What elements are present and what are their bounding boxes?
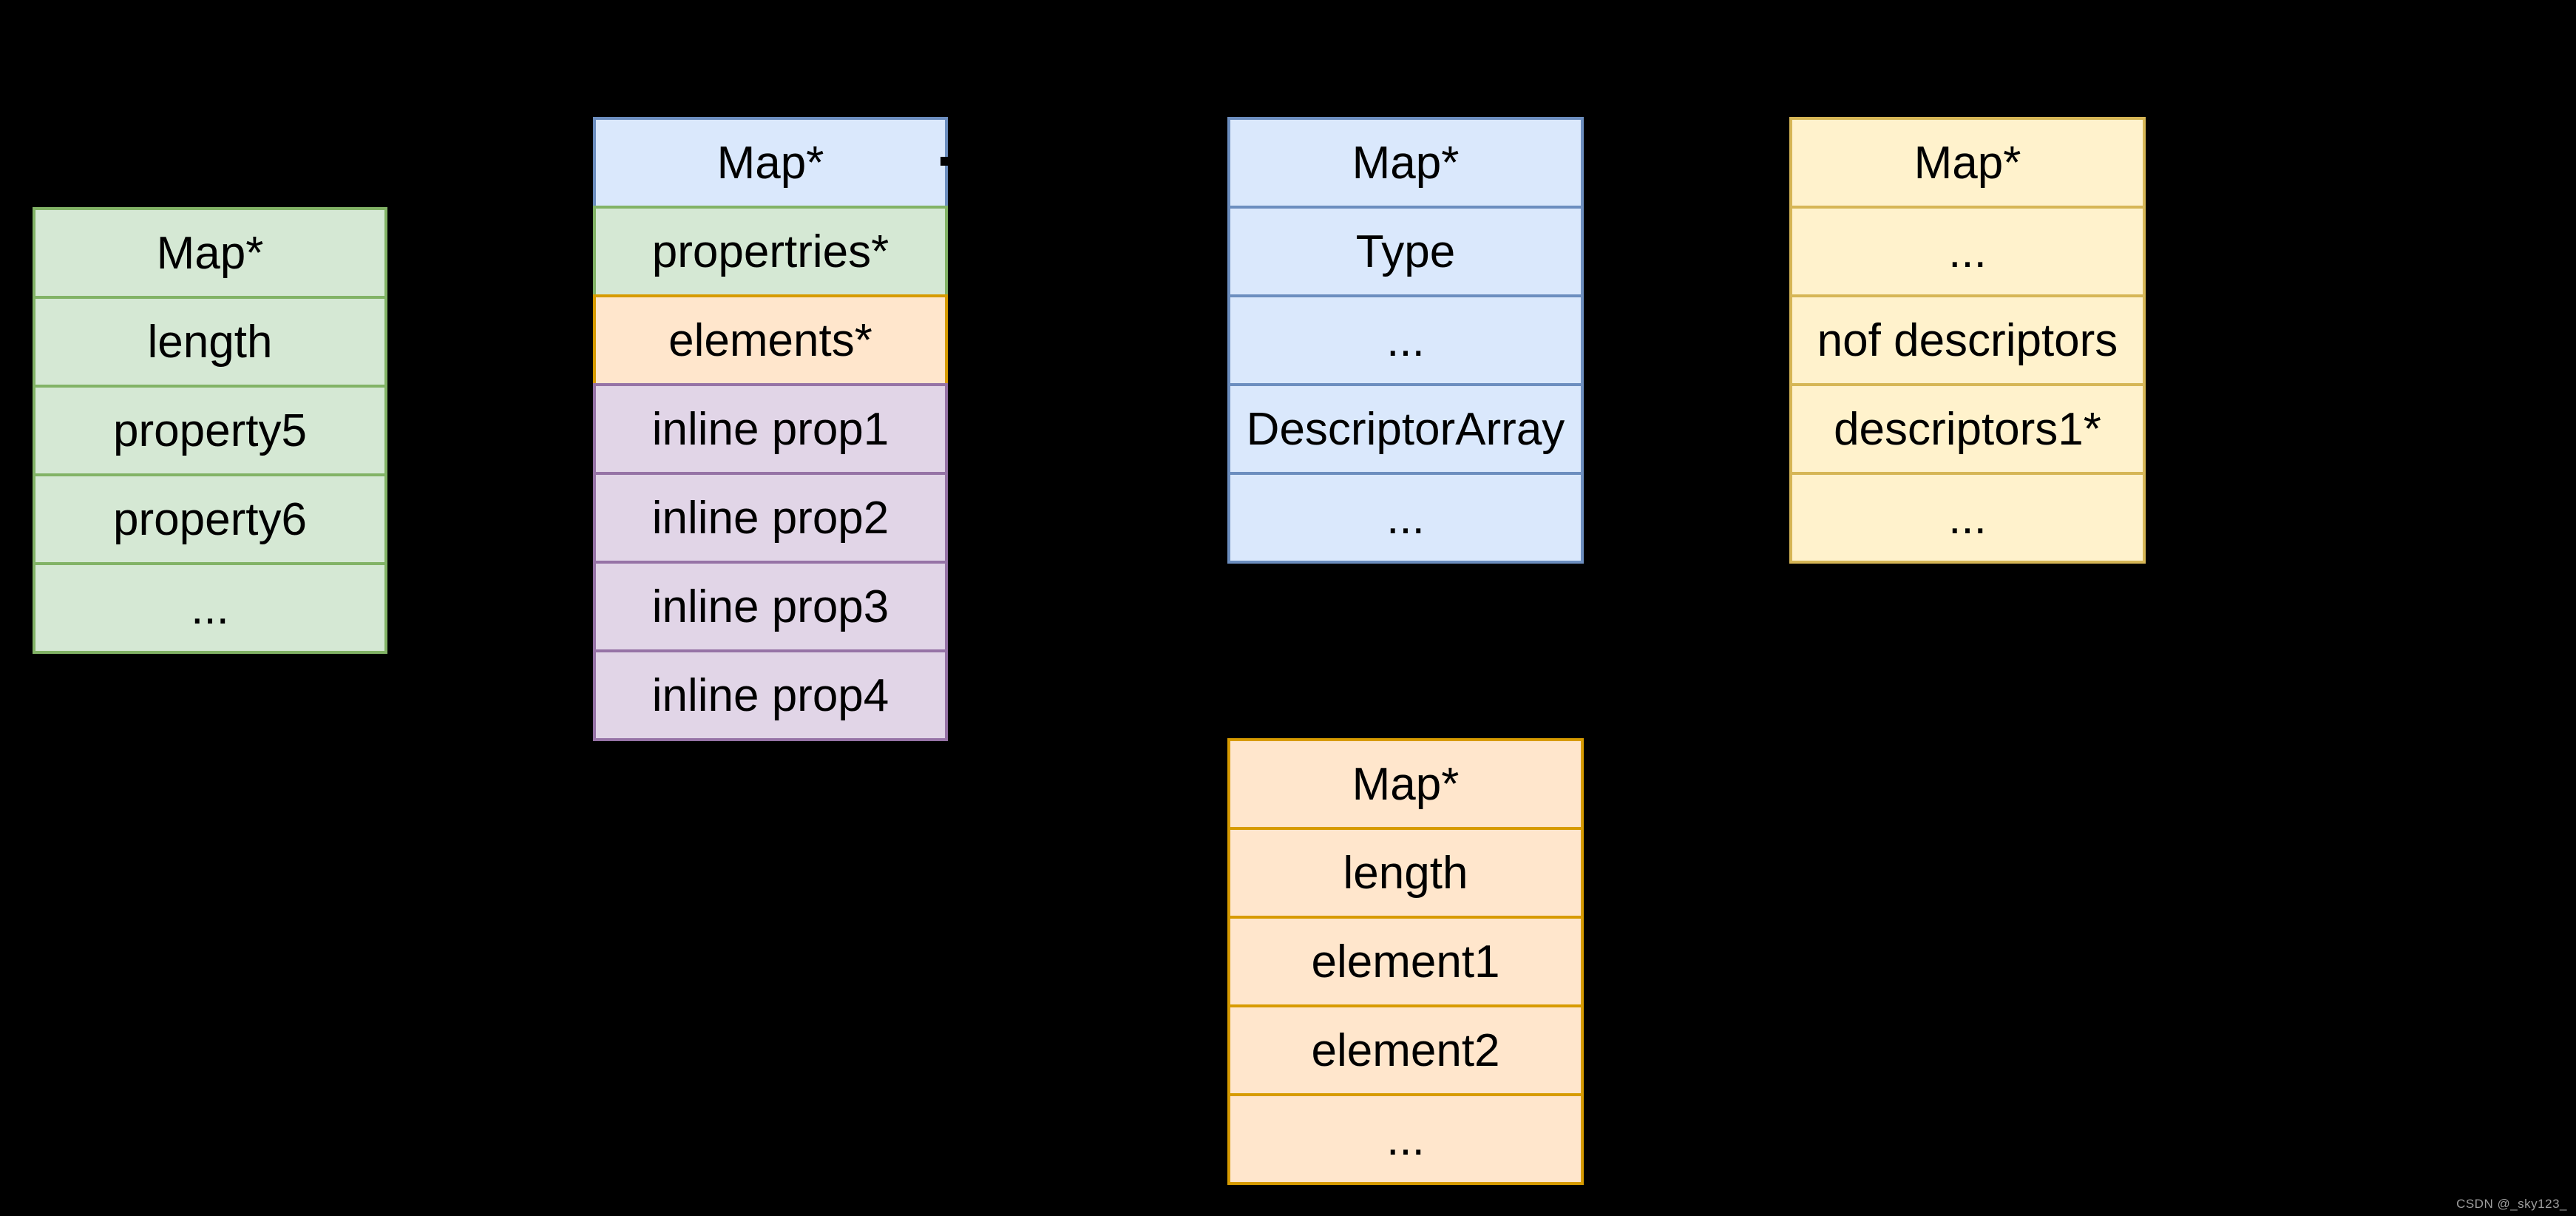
memory-cell-label: ... <box>1386 1113 1425 1165</box>
memory-cell: ... <box>1227 294 1584 386</box>
descriptor-array-box: Map*... nof descriptors descriptors1*... <box>1789 117 2146 564</box>
memory-cell-label: inline prop2 <box>651 492 889 544</box>
memory-cell-label: propertries* <box>651 226 889 277</box>
arrow-stub <box>940 157 957 166</box>
memory-cell-label: ... <box>191 582 229 634</box>
memory-cell: DescriptorArray <box>1227 383 1584 475</box>
watermark: CSDN @_sky123_ <box>2456 1197 2567 1211</box>
memory-cell: descriptors1* <box>1789 383 2146 475</box>
memory-cell-label: property5 <box>113 405 307 456</box>
memory-cell: ... <box>1227 1093 1584 1185</box>
memory-cell-label: length <box>1343 847 1468 899</box>
memory-cell: length <box>1227 827 1584 919</box>
memory-cell: Map* <box>1227 738 1584 830</box>
memory-cell-label: nof descriptors <box>1817 314 2118 366</box>
elements-array-box: Map* length element1 element2... <box>1227 738 1584 1185</box>
memory-cell-label: inline prop1 <box>651 403 889 455</box>
memory-cell: Type <box>1227 206 1584 297</box>
memory-cell: ... <box>1789 472 2146 564</box>
memory-cell-label: length <box>147 316 273 368</box>
memory-cell-label: elements* <box>668 314 872 366</box>
memory-cell-label: ... <box>1386 492 1425 544</box>
memory-cell-label: inline prop4 <box>651 669 889 721</box>
memory-cell-label: ... <box>1948 226 1987 277</box>
memory-cell-label: ... <box>1948 492 1987 544</box>
memory-cell: nof descriptors <box>1789 294 2146 386</box>
memory-cell-label: inline prop3 <box>651 581 889 632</box>
memory-cell: Map* <box>1227 117 1584 209</box>
memory-cell: ... <box>1789 206 2146 297</box>
memory-cell: inline prop2 <box>593 472 948 564</box>
memory-cell-label: property6 <box>113 493 307 545</box>
memory-cell-label: Map* <box>1352 137 1460 189</box>
properties-array-box: Map* length property5 property6... <box>33 207 387 654</box>
memory-cell-label: Map* <box>156 227 264 279</box>
memory-cell: length <box>33 296 387 388</box>
memory-cell: element1 <box>1227 916 1584 1007</box>
memory-cell: ... <box>1227 472 1584 564</box>
memory-cell-label: element2 <box>1311 1024 1500 1076</box>
map-box: Map* Type... DescriptorArray... <box>1227 117 1584 564</box>
memory-cell: inline prop3 <box>593 561 948 652</box>
memory-cell-label: Map* <box>716 137 824 189</box>
memory-cell-label: Map* <box>1352 758 1460 810</box>
memory-cell-label: element1 <box>1311 936 1500 987</box>
memory-cell: propertries* <box>593 206 948 297</box>
memory-cell: property5 <box>33 385 387 476</box>
memory-cell: Map* <box>593 117 948 209</box>
memory-cell-label: DescriptorArray <box>1246 403 1565 455</box>
memory-cell: inline prop4 <box>593 649 948 741</box>
memory-cell: inline prop1 <box>593 383 948 475</box>
memory-cell: property6 <box>33 473 387 565</box>
memory-cell-label: ... <box>1386 314 1425 366</box>
js-object-box: Map* propertries* elements* inline prop1 inl… <box>593 117 948 741</box>
memory-cell-label: descriptors1* <box>1834 403 2101 455</box>
memory-cell: elements* <box>593 294 948 386</box>
memory-cell: ... <box>33 562 387 654</box>
memory-cell: Map* <box>33 207 387 299</box>
memory-cell-label: Type <box>1355 226 1456 277</box>
memory-cell-label: Map* <box>1914 137 2021 189</box>
memory-cell: element2 <box>1227 1004 1584 1096</box>
memory-cell: Map* <box>1789 117 2146 209</box>
